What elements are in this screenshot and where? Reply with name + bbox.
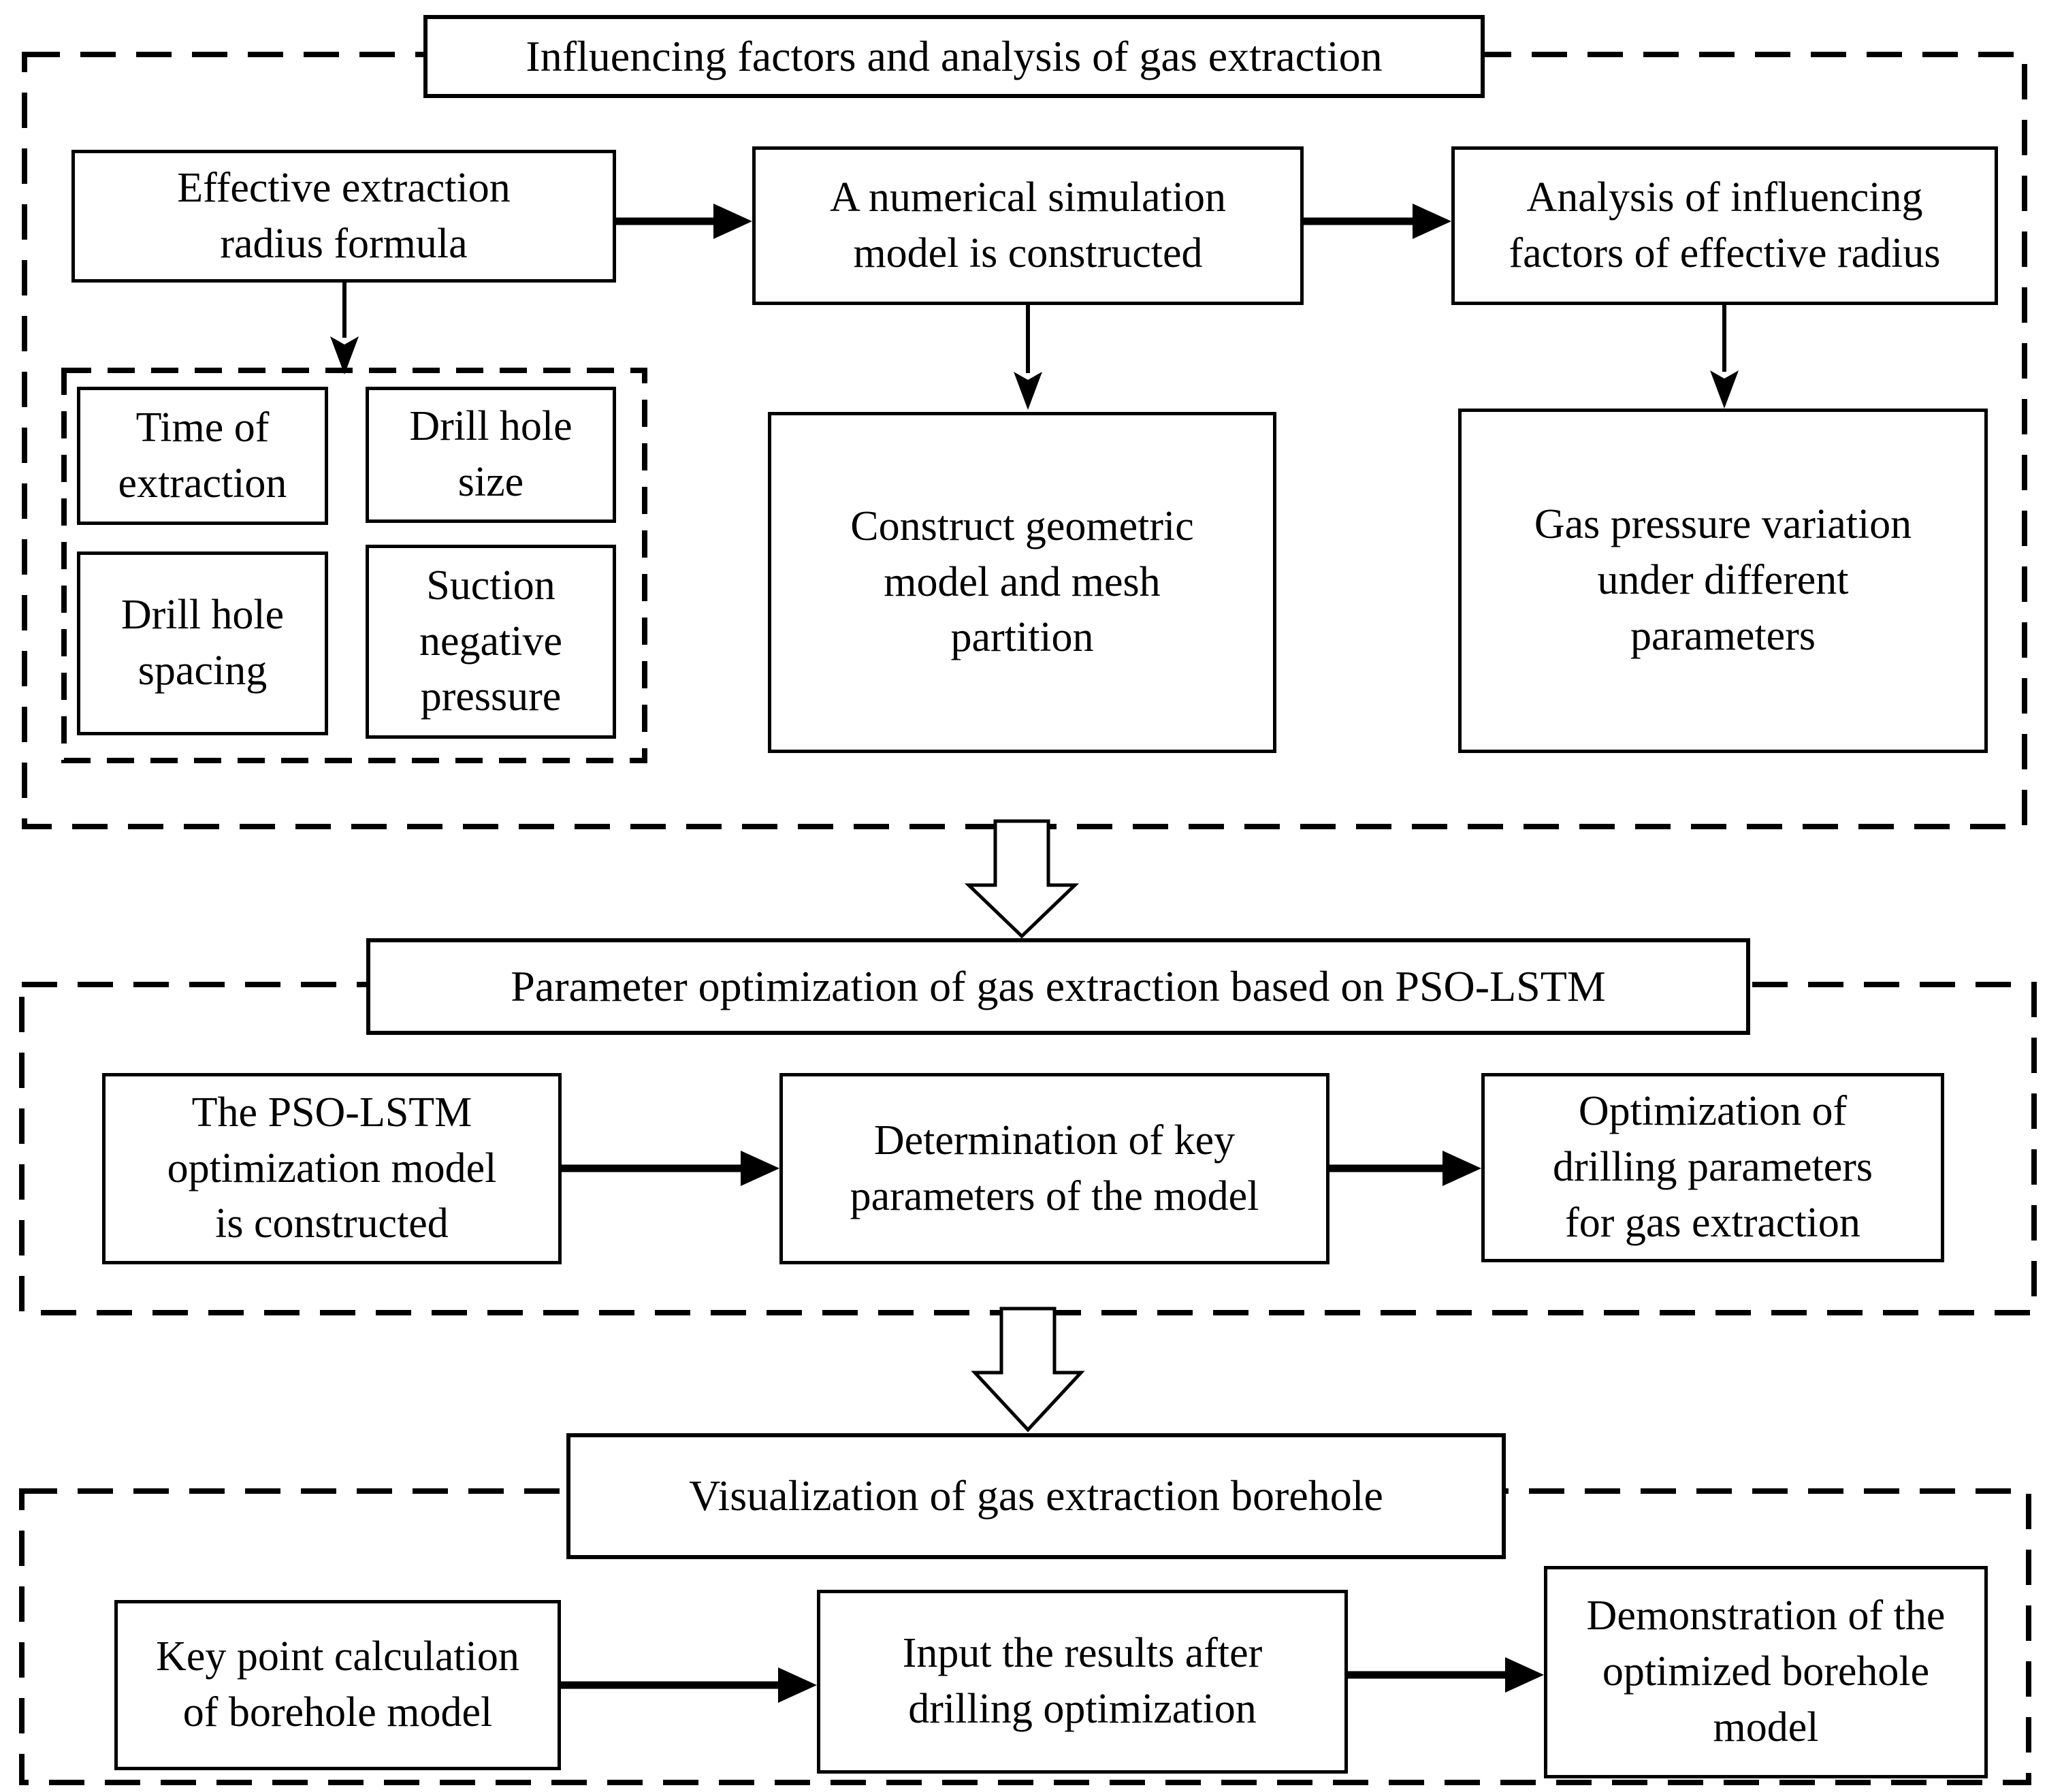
arrow-simulation-to-geometric-icon [1014,305,1042,410]
arrow-input-to-demonstration-icon [1348,1657,1544,1693]
arrow-analysis-to-pressure-icon [1710,305,1739,409]
box-drill-hole-size: Drill hole size [366,387,616,523]
box-suction-negative-pressure: Suction negative pressure [366,545,616,739]
box-analysis-influencing-factors: Analysis of influencing factors of effec… [1451,146,1998,305]
arrow-parameters-to-optimization-icon [1329,1151,1481,1186]
box-pso-lstm-model: The PSO-LSTM optimization model is const… [102,1073,562,1264]
box-construct-geometric-model: Construct geometric model and mesh parti… [768,412,1276,753]
box-key-parameters: Determination of key parameters of the m… [779,1073,1329,1264]
section2-to-section3-arrow-icon [971,1307,1085,1433]
arrow-keypoint-to-input-icon [561,1667,817,1703]
box-numerical-simulation: A numerical simulation model is construc… [752,146,1304,305]
section1-to-section2-arrow-icon [964,819,1080,939]
section3-title: Visualization of gas extraction borehole [566,1433,1506,1559]
arrow-radius-to-factors-icon [330,283,359,374]
influencing-factors-dashed-border [61,368,647,763]
section2-title: Parameter optimization of gas extraction… [366,938,1750,1035]
box-key-point-calculation: Key point calculation of borehole model [114,1600,561,1770]
box-gas-pressure-variation: Gas pressure variation under different p… [1458,409,1988,753]
section3-dashed-border [19,1488,2031,1785]
box-demonstration-borehole: Demonstration of the optimized borehole … [1544,1566,1988,1778]
arrow-radius-to-simulation-icon [616,204,752,239]
section1-title: Influencing factors and analysis of gas … [423,15,1485,98]
box-time-of-extraction: Time of extraction [77,387,328,525]
box-drill-hole-spacing: Drill hole spacing [77,551,328,735]
box-drilling-parameter-optimization: Optimization of drilling parameters for … [1481,1073,1944,1262]
arrow-psolstm-to-parameters-icon [562,1151,779,1186]
box-input-results: Input the results after drilling optimiz… [817,1590,1348,1774]
arrow-simulation-to-analysis-icon [1304,204,1451,239]
box-effective-extraction-radius: Effective extraction radius formula [71,150,616,283]
